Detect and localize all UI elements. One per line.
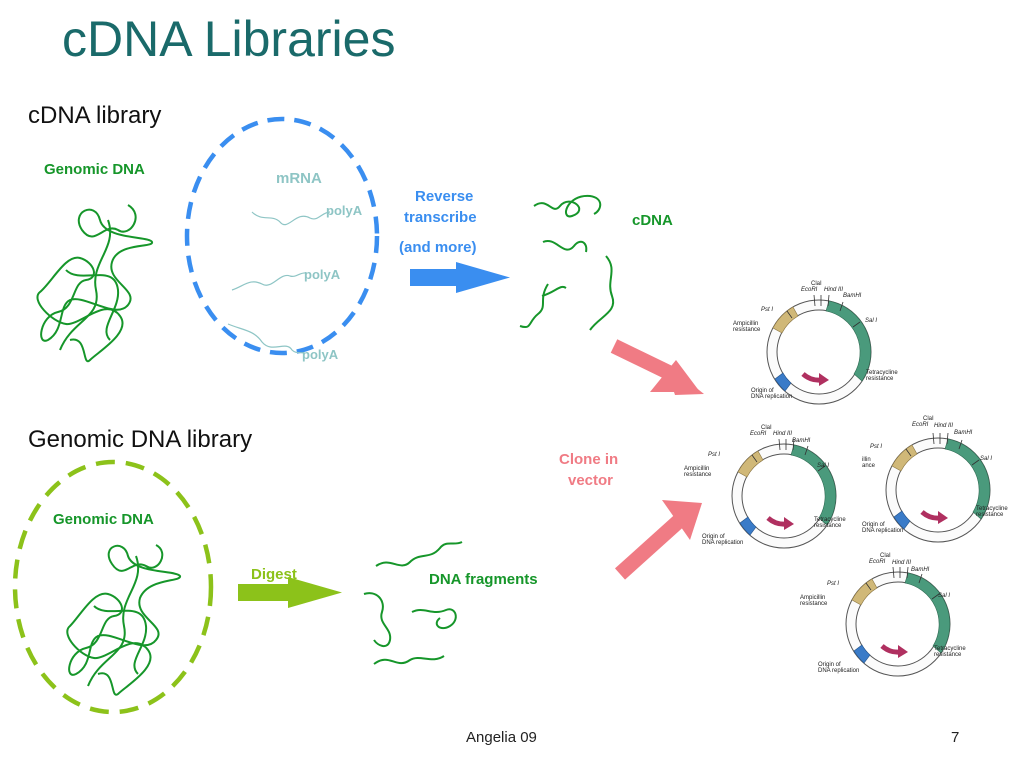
plasmid-site-label: Hind III xyxy=(934,423,953,429)
reverse-transcribe-label-line3: (and more) xyxy=(399,239,477,256)
plasmid-site-label: Sal I xyxy=(980,456,992,462)
plasmid-site-label: Pst I xyxy=(827,581,839,587)
genomic-dna-label-2: Genomic DNA xyxy=(53,511,154,528)
plasmid-site-label: ClaI xyxy=(811,281,822,287)
plasmid-site-label: Hind III xyxy=(824,287,843,293)
polya-label: polyA xyxy=(302,347,339,362)
plasmid-site-label: Sal I xyxy=(938,593,950,599)
plasmid-site-label: BamHI xyxy=(792,438,811,444)
origin-label: DNA replication xyxy=(862,528,903,534)
plasmid-site-label: Pst I xyxy=(870,444,882,450)
genomic-cell-outline xyxy=(12,459,214,715)
tetracycline-label: Tetracycline xyxy=(814,517,846,523)
plasmid-genomic-2: ClaI EcoRI Hind III BamHI Sal I Pst I il… xyxy=(862,416,1008,542)
tetracycline-label: resistance xyxy=(934,652,962,658)
mrna-label: mRNA xyxy=(276,170,322,187)
genomic-dna-tangle-bottom xyxy=(66,544,182,696)
plasmid-site-label: ClaI xyxy=(880,553,891,559)
clone-arrow-top xyxy=(610,339,704,395)
origin-label: Origin of xyxy=(751,388,774,394)
tetracycline-label: resistance xyxy=(976,512,1004,518)
plasmid-site-label: Pst I xyxy=(761,307,773,313)
ampicillin-label: ance xyxy=(862,463,876,469)
plasmid-site-label: Sal I xyxy=(817,463,829,469)
genomic-library-heading: Genomic DNA library xyxy=(28,426,253,453)
origin-label: DNA replication xyxy=(751,394,792,400)
tetracycline-label: resistance xyxy=(866,376,894,382)
genomic-dna-tangle-top xyxy=(36,204,154,363)
cdna-label: cDNA xyxy=(632,212,673,229)
plasmid-site-label: BamHI xyxy=(954,430,973,436)
ampicillin-label: resistance xyxy=(800,601,828,607)
cdna-library-heading: cDNA library xyxy=(28,102,162,129)
cdna-fragments xyxy=(519,194,615,331)
plasmid-genomic-1: ClaI EcoRI Hind III BamHI Sal I Pst I Am… xyxy=(684,425,846,548)
page-number: 7 xyxy=(951,729,960,746)
plasmid-site-label: EcoRI xyxy=(912,422,929,428)
dna-fragments-label: DNA fragments xyxy=(429,571,538,588)
polya-label: polyA xyxy=(304,267,341,282)
tetracycline-label: Tetracycline xyxy=(976,506,1008,512)
mrna-strands xyxy=(227,211,331,354)
cdna-cell-outline xyxy=(184,116,380,356)
clone-in-vector-label-line2: vector xyxy=(568,472,614,489)
clone-arrow-bottom xyxy=(614,500,702,580)
plasmid-site-label: ClaI xyxy=(761,425,772,431)
plasmid-site-label: BamHI xyxy=(843,293,862,299)
plasmid-site-label: Sal I xyxy=(865,318,877,324)
origin-label: DNA replication xyxy=(702,540,743,546)
footer-author: Angelia 09 xyxy=(466,729,537,746)
origin-label: Origin of xyxy=(862,522,885,528)
digest-arrow xyxy=(238,577,342,608)
slide-title: cDNA Libraries xyxy=(62,11,396,67)
tetracycline-label: Tetracycline xyxy=(866,370,898,376)
plasmid-cdna: ClaI EcoRI Hind III BamHI Sal I Pst I Am… xyxy=(733,281,898,404)
plasmid-genomic-3: ClaI EcoRI Hind III BamHI Sal I Pst I Am… xyxy=(800,553,966,676)
plasmid-site-label: BamHI xyxy=(911,567,930,573)
plasmid-site-label: Hind III xyxy=(773,431,792,437)
genomic-dna-label: Genomic DNA xyxy=(44,161,145,178)
reverse-transcribe-arrow xyxy=(410,262,510,293)
plasmid-site-label: Pst I xyxy=(708,452,720,458)
polya-label: polyA xyxy=(326,203,363,218)
clone-in-vector-label-line1: Clone in xyxy=(559,451,619,468)
reverse-transcribe-label-line1: Reverse xyxy=(415,188,474,205)
dna-fragments xyxy=(363,541,463,665)
digest-label: Digest xyxy=(251,566,297,583)
origin-label: Origin of xyxy=(818,662,841,668)
plasmid-site-label: EcoRI xyxy=(869,559,886,565)
ampicillin-label: resistance xyxy=(733,327,761,333)
plasmid-site-label: EcoRI xyxy=(750,431,767,437)
ampicillin-label: Ampicillin xyxy=(684,466,709,472)
plasmid-site-label: ClaI xyxy=(923,416,934,422)
ampicillin-label: illin xyxy=(862,457,871,463)
origin-label: DNA replication xyxy=(818,668,859,674)
reverse-transcribe-label-line2: transcribe xyxy=(404,209,477,226)
plasmid-site-label: Hind III xyxy=(892,560,911,566)
tetracycline-label: Tetracycline xyxy=(934,646,966,652)
ampicillin-label: resistance xyxy=(684,472,712,478)
plasmid-site-label: EcoRI xyxy=(801,287,818,293)
ampicillin-label: Ampicillin xyxy=(800,595,825,601)
tetracycline-label: resistance xyxy=(814,523,842,529)
origin-label: Origin of xyxy=(702,534,725,540)
ampicillin-label: Ampicillin xyxy=(733,321,758,327)
